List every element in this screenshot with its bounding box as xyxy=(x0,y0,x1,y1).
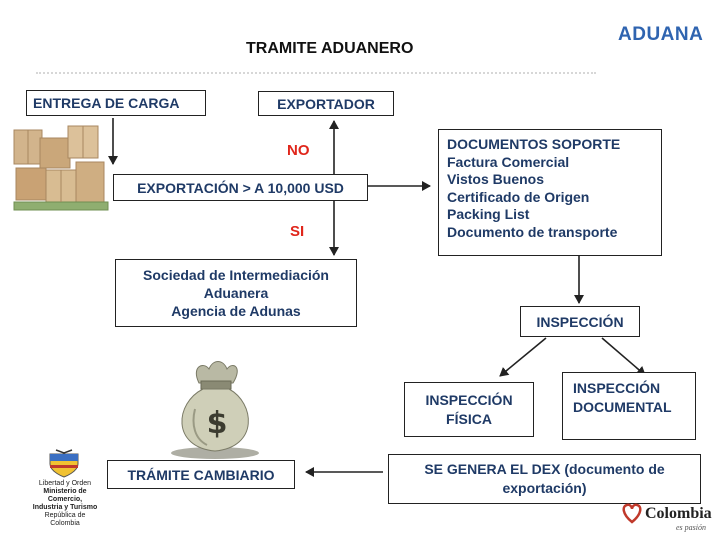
colombia-tagline: es pasión xyxy=(676,523,706,532)
cargo-boxes-image xyxy=(12,120,112,220)
sociedad-box: Sociedad de Intermediación Aduanera Agen… xyxy=(115,259,357,327)
inspeccion-fisica-box: INSPECCIÓN FÍSICA xyxy=(404,382,534,437)
exportacion-label: EXPORTACIÓN > A 10,000 USD xyxy=(137,180,344,196)
arrow-inspeccion-fisica xyxy=(500,338,546,376)
arrow-inspeccion-documental xyxy=(602,338,645,375)
dex-line-1: SE GENERA EL DEX (documento de xyxy=(389,460,700,479)
doc-vistos: Vistos Buenos xyxy=(447,171,653,189)
doc-packing: Packing List xyxy=(447,206,653,224)
svg-text:$: $ xyxy=(207,406,228,441)
doc-transporte: Documento de transporte xyxy=(447,224,653,242)
documental-line-1: INSPECCIÓN xyxy=(573,379,685,398)
sociedad-line-2: Aduanera xyxy=(116,284,356,302)
sociedad-line-1: Sociedad de Intermediación xyxy=(116,266,356,284)
sociedad-line-3: Agencia de Adunas xyxy=(116,302,356,320)
documentos-soporte-box: DOCUMENTOS SOPORTE Factura Comercial Vis… xyxy=(438,129,662,256)
exportador-label: EXPORTADOR xyxy=(277,96,375,112)
inspeccion-label: INSPECCIÓN xyxy=(536,314,623,330)
coat-of-arms-icon xyxy=(44,448,84,478)
ministerio-line-1: Libertad y Orden xyxy=(30,480,100,488)
exportacion-box: EXPORTACIÓN > A 10,000 USD xyxy=(113,174,368,201)
dex-box: SE GENERA EL DEX (documento de exportaci… xyxy=(388,454,701,504)
colombia-brand: Colombia xyxy=(645,505,712,523)
entrega-carga-label: ENTREGA DE CARGA xyxy=(33,95,180,111)
doc-factura: Factura Comercial xyxy=(447,154,653,172)
exportador-box: EXPORTADOR xyxy=(258,91,394,116)
tramite-cambiario-box: TRÁMITE CAMBIARIO xyxy=(107,460,295,489)
fisica-line-2: FÍSICA xyxy=(405,410,533,429)
inspeccion-box: INSPECCIÓN xyxy=(520,306,640,337)
doc-certificado: Certificado de Origen xyxy=(447,189,653,207)
tramite-cambiario-label: TRÁMITE CAMBIARIO xyxy=(128,467,275,483)
no-label: NO xyxy=(287,142,310,159)
inspeccion-documental-box: INSPECCIÓN DOCUMENTAL xyxy=(562,372,696,440)
heart-logo-icon xyxy=(620,500,644,526)
fisica-line-1: INSPECCIÓN xyxy=(405,391,533,410)
ministerio-line-2: Ministerio de Comercio, xyxy=(30,488,100,504)
money-bag-image: $ xyxy=(165,355,265,460)
dex-line-2: exportación) xyxy=(389,479,700,498)
entrega-carga-box: ENTREGA DE CARGA xyxy=(26,90,206,116)
si-label: SI xyxy=(290,223,304,240)
ministerio-text: Libertad y Orden Ministerio de Comercio,… xyxy=(30,480,100,528)
ministerio-line-4: República de Colombia xyxy=(30,512,100,528)
ministerio-line-3: Industria y Turismo xyxy=(30,504,100,512)
documentos-heading: DOCUMENTOS SOPORTE xyxy=(447,136,653,154)
documental-line-2: DOCUMENTAL xyxy=(573,398,685,417)
